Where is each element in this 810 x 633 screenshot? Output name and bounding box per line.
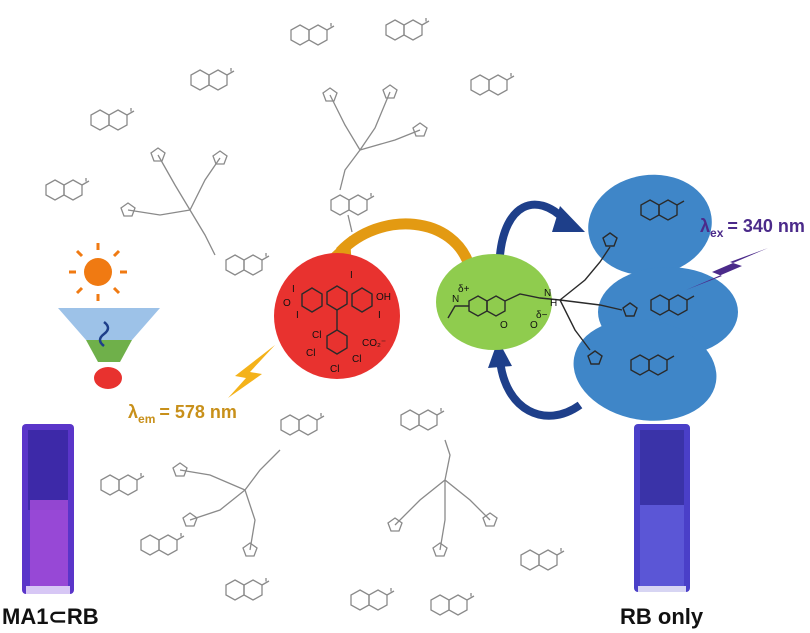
coumarin-charge-minus: δ− (536, 310, 548, 321)
lambda-em-label: λem = 578 nm (128, 402, 237, 426)
rb-i-atom-4: I (378, 310, 381, 321)
blue-arrow-top (496, 200, 568, 256)
rb-cl-atom-1: Cl (312, 330, 321, 341)
coumarin-o-atom-2: O (530, 320, 538, 331)
blue-arrow-bottom (496, 359, 583, 420)
lambda-ex-value: = 340 nm (727, 216, 805, 236)
blue-arrowhead-bottom (488, 340, 512, 368)
blue-arrowhead-top (552, 206, 585, 232)
coumarin-o-atom: O (500, 320, 508, 331)
dendron-bottom-left (100, 412, 325, 601)
coumarin-nh-atom: N (544, 288, 551, 299)
coumarin-acceptor-structure (447, 293, 561, 319)
coumarin-h-atom: H (550, 298, 557, 309)
emission-lightning-icon (228, 345, 275, 398)
energy-transfer-arrow (336, 218, 476, 270)
dendron-top (290, 17, 515, 233)
rb-cl-atom-3: Cl (330, 364, 339, 375)
rb-i-atom-3: I (296, 310, 299, 321)
vial-left-label: MA1⊂RB (2, 604, 99, 629)
vial-left (22, 424, 74, 594)
coumarin-charge-plus: δ+ (458, 284, 470, 295)
donor-ellipse-top (588, 174, 712, 276)
dendron-bottom (350, 407, 565, 616)
rb-i-atom-2: I (350, 270, 353, 281)
donor-structures (559, 199, 695, 376)
rb-oh-group: OH (376, 292, 391, 303)
vial-right-label: RB only (620, 604, 704, 629)
lambda-em-sub: em (138, 412, 155, 426)
vial-right (634, 424, 690, 592)
rb-cl-atom-4: Cl (352, 354, 361, 365)
lambda-ex-symbol: λ (700, 216, 710, 236)
funnel-icon (58, 308, 160, 389)
rb-i-atom-1: I (292, 284, 295, 295)
lambda-em-value: = 578 nm (159, 402, 237, 422)
rose-bengal-structure (301, 285, 373, 355)
rb-carboxylate: CO₂⁻ (362, 338, 386, 349)
rb-o-atom: O (283, 298, 291, 309)
coumarin-n-atom: N (452, 294, 459, 305)
rb-cl-atom-2: Cl (306, 348, 315, 359)
sun-icon (69, 243, 127, 301)
coumarin-acceptor-ellipse (436, 254, 552, 350)
donor-ellipse-bottom (573, 319, 717, 421)
dendron-top-left (45, 67, 270, 276)
lambda-ex-label: λex= 340 nm (700, 216, 805, 240)
lambda-ex-sub: ex (710, 226, 724, 240)
lambda-em-symbol: λ (128, 402, 138, 422)
excitation-lightning-icon (686, 248, 768, 290)
